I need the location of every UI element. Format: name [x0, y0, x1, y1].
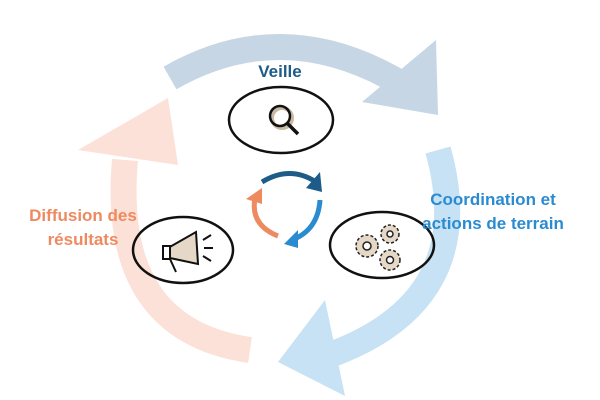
right-cycle-arrow	[278, 146, 461, 396]
coordination-label: Coordination et actions de terrain	[422, 190, 564, 233]
diffusion-ellipse	[131, 215, 235, 285]
coordination-ellipse	[328, 210, 436, 280]
top-cycle-arrow	[163, 34, 438, 115]
veille-label: Veille	[258, 62, 302, 81]
veille-ellipse	[227, 85, 335, 155]
magnifier-icon	[268, 104, 300, 136]
left-cycle-arrow	[78, 98, 253, 363]
megaphone-icon	[162, 230, 213, 273]
cycle-arrows-icon	[246, 171, 323, 248]
diffusion-label: Diffusion des résultats	[29, 206, 137, 249]
gears-icon	[355, 224, 401, 271]
